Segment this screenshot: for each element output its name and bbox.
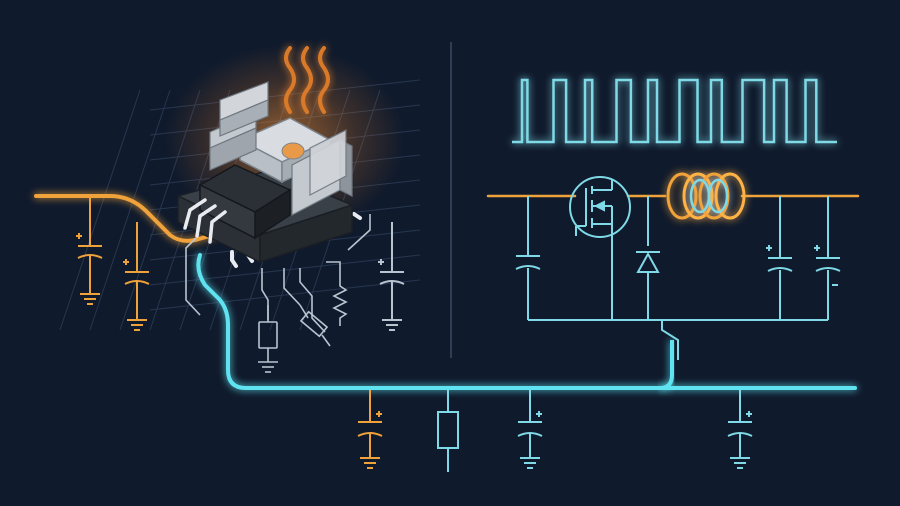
coil-core xyxy=(707,178,729,214)
capacitor-icon xyxy=(766,245,793,272)
capacitor-icon xyxy=(378,222,405,331)
coil-turn xyxy=(666,172,698,220)
heat-wave xyxy=(284,46,296,114)
inductor-icon xyxy=(666,172,746,220)
bottom-bus-loads xyxy=(357,390,753,472)
input-capacitors xyxy=(76,196,150,331)
grid-line xyxy=(149,254,421,286)
capacitor-icon xyxy=(727,390,753,469)
left-panel xyxy=(34,46,857,390)
pwm-waveform xyxy=(512,78,837,144)
ground-icon xyxy=(360,457,380,469)
coil-turn xyxy=(682,172,714,220)
chip-traces xyxy=(185,214,371,333)
grid-line xyxy=(89,89,171,331)
grid-line xyxy=(149,279,421,311)
heat-icon xyxy=(284,46,330,114)
mosfet-icon xyxy=(569,176,631,238)
diode-icon xyxy=(636,251,660,273)
right-panel xyxy=(486,78,860,390)
capacitor-icon xyxy=(357,390,383,469)
ground-icon xyxy=(80,293,100,305)
ground-icon xyxy=(127,319,147,331)
power-ic-chip xyxy=(175,81,362,268)
chip-pin xyxy=(230,250,238,268)
output-capacitors xyxy=(515,245,841,286)
ground-icon xyxy=(520,457,540,469)
capacitor-icon xyxy=(76,196,103,305)
ground-icon xyxy=(730,457,750,469)
heat-wave xyxy=(301,46,313,114)
chip-pin xyxy=(352,212,362,220)
heatsink-fins xyxy=(209,81,353,216)
resistor-icon xyxy=(437,390,459,472)
capacitor-icon xyxy=(123,222,150,331)
feedback-riser xyxy=(659,340,674,390)
capacitor-icon xyxy=(814,245,841,272)
grid-line xyxy=(59,89,141,331)
heat-wave xyxy=(318,46,330,114)
resistor-icon xyxy=(332,280,348,326)
capacitor-icon xyxy=(378,222,405,331)
ground-icon xyxy=(382,319,402,331)
chip-output-trace xyxy=(196,253,857,390)
capacitor-icon xyxy=(515,255,541,270)
coil-turn xyxy=(714,172,746,220)
hot-input-line xyxy=(34,194,222,243)
converter-traces xyxy=(527,196,829,360)
resistor-icon xyxy=(258,305,278,373)
diode-icon xyxy=(299,304,331,347)
capacitor-icon xyxy=(517,390,543,469)
